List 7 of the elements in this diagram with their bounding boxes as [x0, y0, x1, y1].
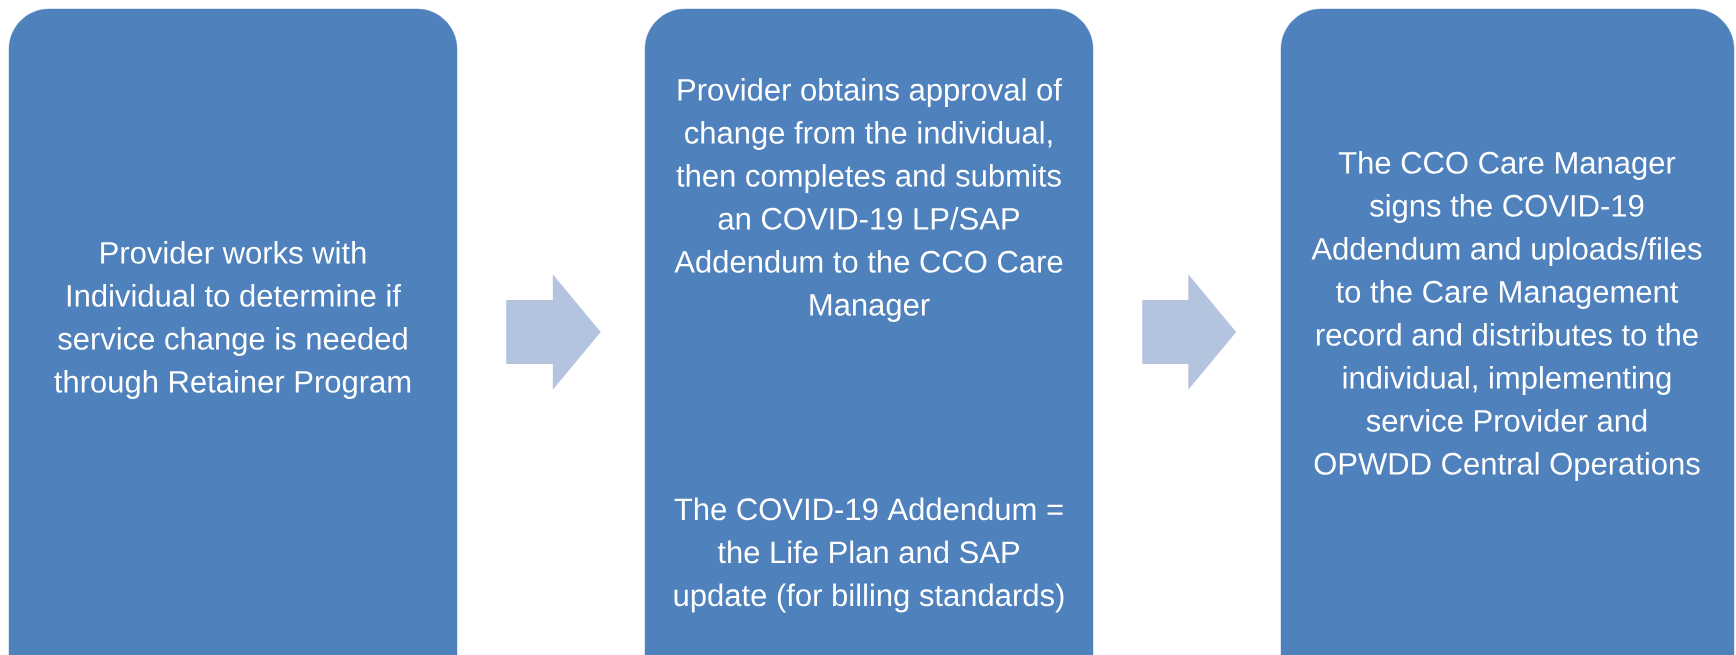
process-box: [644, 8, 1094, 655]
process-box: [8, 8, 458, 655]
box-text: The CCO Care Manager signs the COVID-19 Addendum and uploads/files to the Care Management record and distributes to the individual, implementing service Provider and OPWDD Central Operations: [1311, 151, 1702, 481]
box-text: The COVID-19 Addendum = the Life Plan and SAP update (for billing standards): [674, 497, 1064, 613]
box-text: Provider works with Individual to determine if service change is needed through Retainer Program: [54, 241, 411, 399]
box-text: Provider obtains approval of change from the individual, then completes and submits an COVID-19 LP/SAP Addendum to the CCO Care Manager: [674, 78, 1063, 322]
process-box: [1280, 8, 1735, 655]
